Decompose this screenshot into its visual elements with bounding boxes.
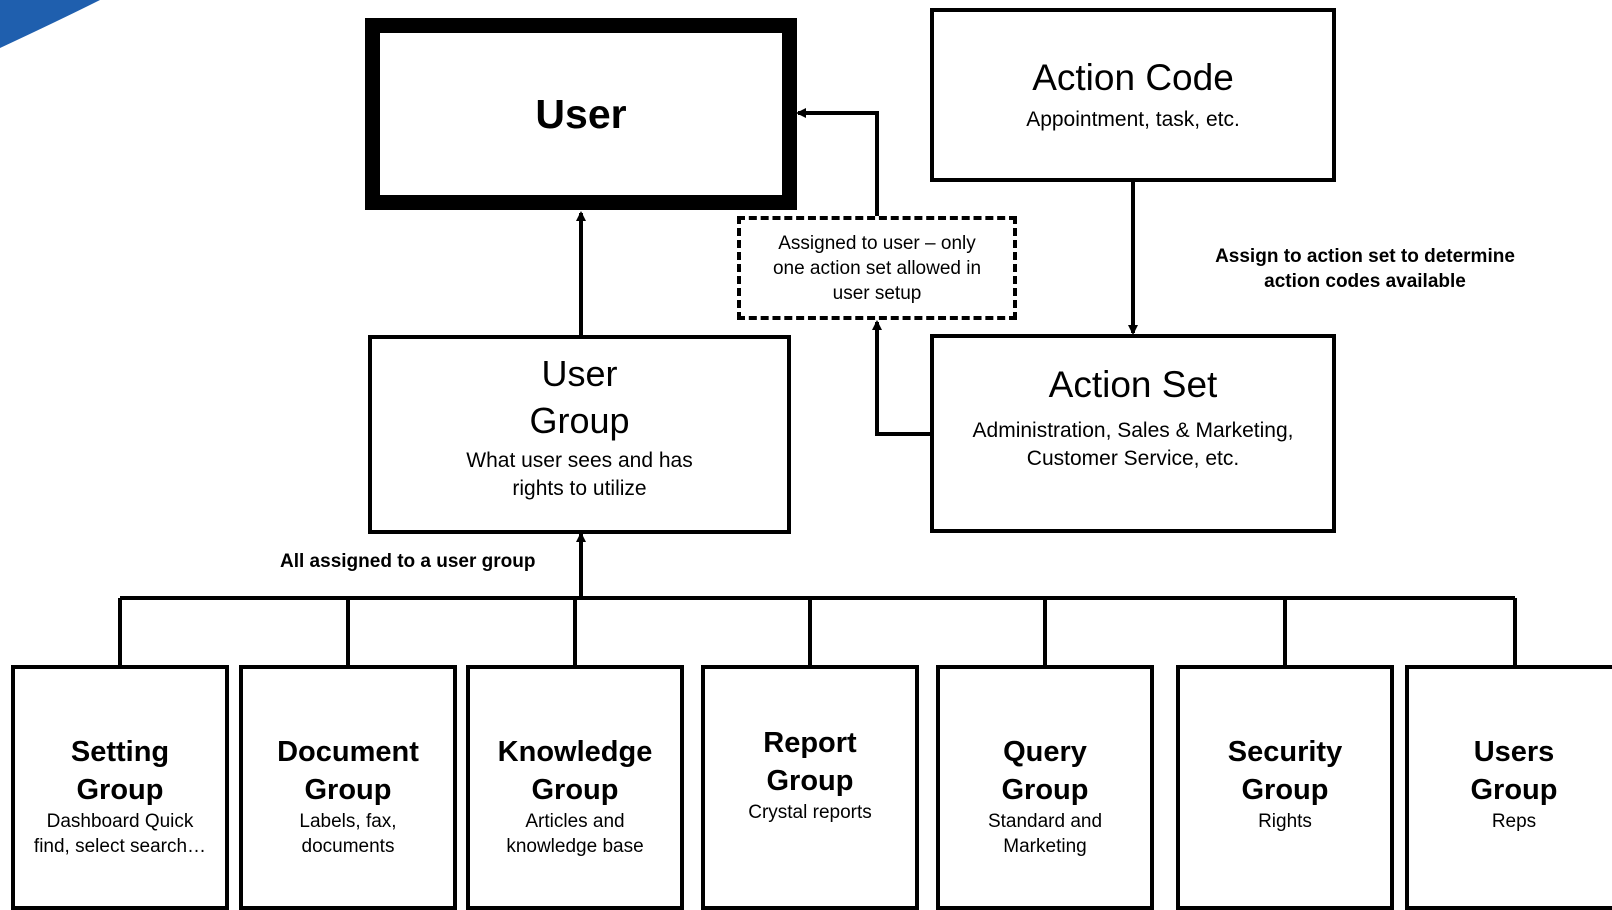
action-code-title: Action Code bbox=[1032, 57, 1234, 98]
query-group-node: Query Group Standard and Marketing bbox=[936, 665, 1154, 910]
user-title: User bbox=[535, 90, 627, 137]
setting-group-title: Setting Group bbox=[70, 736, 170, 806]
action-set-title: Action Set bbox=[1048, 364, 1218, 405]
action-code-node: Action Code Appointment, task, etc. bbox=[930, 8, 1336, 182]
setting-group-node: Setting Group Dashboard Quick find, sele… bbox=[11, 665, 229, 910]
assign-action-set-label: Assign to action set to determine action… bbox=[1215, 246, 1515, 292]
security-group-title: Security Group bbox=[1227, 736, 1343, 806]
user-group-node: User Group What user sees and has rights… bbox=[368, 335, 791, 534]
security-group-node: Security Group Rights bbox=[1176, 665, 1394, 910]
edge-actionset-to-note bbox=[872, 320, 935, 436]
query-group-title: Query Group bbox=[1001, 736, 1089, 806]
action-set-description: Administration, Sales & Marketing, Custo… bbox=[972, 418, 1294, 470]
users-group-title: Users Group bbox=[1470, 736, 1558, 806]
knowledge-group-title: Knowledge Group bbox=[497, 736, 653, 806]
action-code-description: Appointment, task, etc. bbox=[1026, 107, 1240, 131]
user-group-title: User Group bbox=[529, 353, 630, 441]
document-group-node: Document Group Labels, fax, documents bbox=[239, 665, 457, 910]
assigned-note-text: Assigned to user – only one action set a… bbox=[772, 232, 982, 304]
query-group-description: Standard and Marketing bbox=[987, 811, 1103, 857]
report-group-node: Report Group Crystal reports bbox=[701, 665, 919, 910]
knowledge-group-node: Knowledge Group Articles and knowledge b… bbox=[466, 665, 684, 910]
document-group-title: Document Group bbox=[277, 736, 419, 806]
knowledge-group-description: Articles and knowledge base bbox=[506, 811, 644, 857]
edge-note-to-user bbox=[796, 108, 879, 216]
setting-group-description: Dashboard Quick find, select search… bbox=[33, 811, 207, 857]
report-group-title: Report Group bbox=[763, 727, 857, 797]
all-assigned-label: All assigned to a user group bbox=[280, 551, 536, 572]
users-group-node: Users Group Reps bbox=[1405, 665, 1612, 910]
corner-decoration bbox=[0, 0, 100, 48]
user-node: User bbox=[365, 18, 797, 210]
user-group-description: What user sees and has rights to utilize bbox=[466, 448, 693, 500]
report-group-description: Crystal reports bbox=[748, 802, 872, 823]
assigned-note: Assigned to user – only one action set a… bbox=[737, 216, 1017, 320]
document-group-description: Labels, fax, documents bbox=[299, 811, 397, 857]
security-group-description: Rights bbox=[1258, 811, 1312, 832]
users-group-description: Reps bbox=[1491, 811, 1537, 832]
action-set-node: Action Set Administration, Sales & Marke… bbox=[930, 334, 1336, 533]
